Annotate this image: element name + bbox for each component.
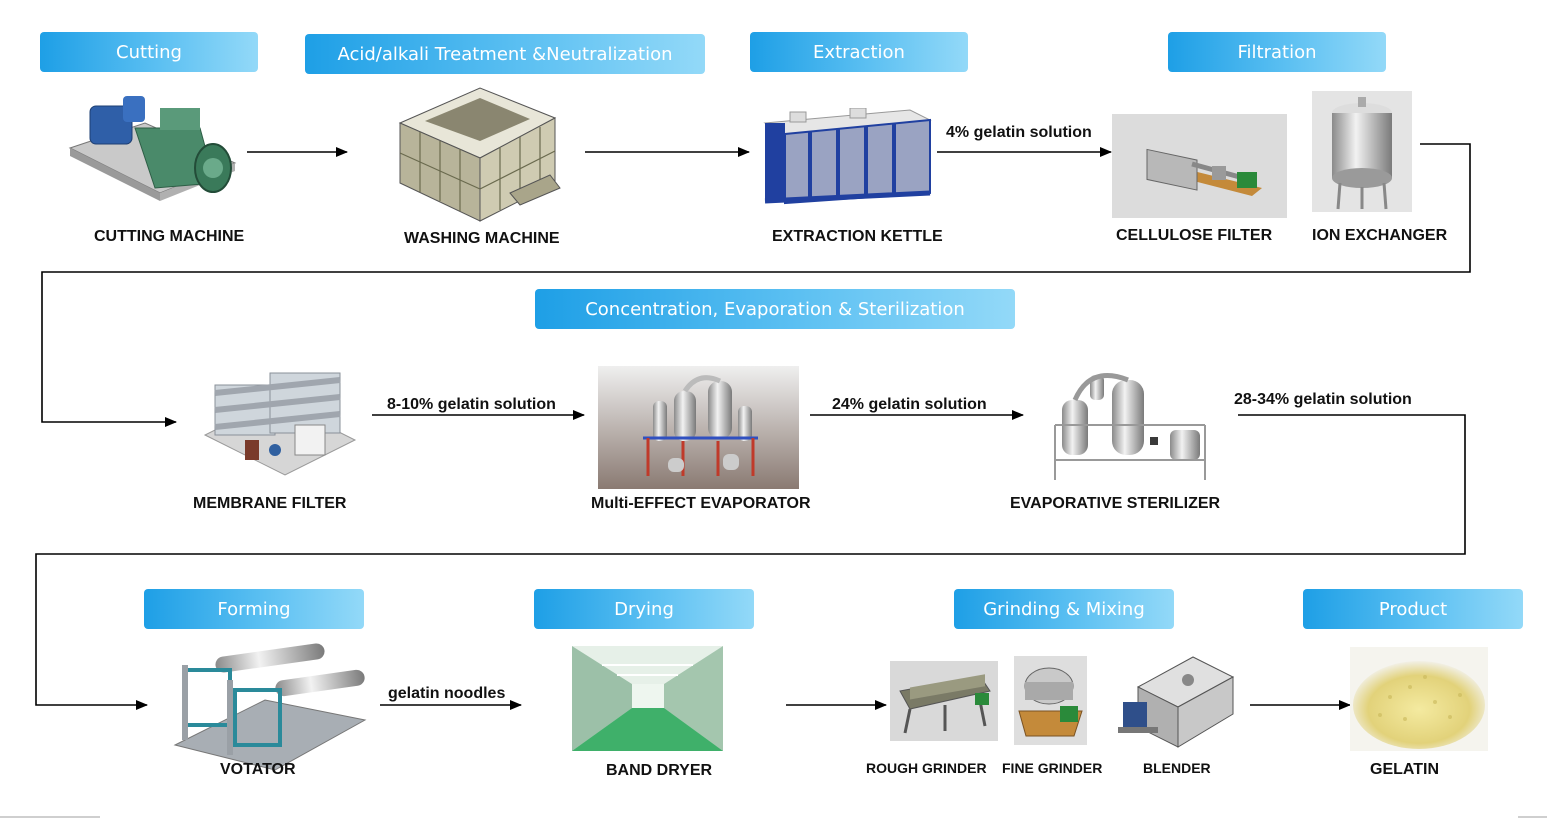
cellulose-filter-image	[1112, 114, 1287, 218]
label-blender: BLENDER	[1143, 760, 1211, 776]
label-cutting-machine: CUTTING MACHINE	[94, 228, 245, 245]
flow-label-28-34-percent: 28-34% gelatin solution	[1234, 391, 1412, 408]
flow-label-gelatin-noodles: gelatin noodles	[388, 685, 506, 702]
flow-label-24-percent: 24% gelatin solution	[832, 396, 987, 413]
label-band-dryer: BAND DRYER	[606, 762, 713, 779]
extraction-kettle-image	[763, 108, 932, 205]
label-multi-effect-evaporator: Multi-EFFECT EVAPORATOR	[591, 495, 811, 512]
stage-product: Product	[1303, 589, 1523, 629]
stage-forming: Forming	[144, 589, 364, 629]
label-cellulose-filter: CELLULOSE FILTER	[1116, 227, 1273, 244]
label-gelatin: GELATIN	[1370, 761, 1440, 778]
multi-effect-evaporator-image	[598, 366, 799, 489]
label-extraction-kettle: EXTRACTION KETTLE	[772, 228, 943, 245]
stage-acid-alkali-treatment: Acid/alkali Treatment &Neutralization	[305, 34, 705, 74]
band-dryer-image	[572, 646, 723, 751]
label-rough-grinder: ROUGH GRINDER	[866, 760, 987, 776]
evaporative-sterilizer-image	[1054, 373, 1206, 480]
cutting-machine-image	[68, 96, 237, 201]
stage-cutting: Cutting	[40, 32, 258, 72]
stage-filtration: Filtration	[1168, 32, 1386, 72]
gelatin-granules-image	[1350, 647, 1488, 751]
label-evaporative-sterilizer: EVAPORATIVE STERILIZER	[1010, 495, 1221, 512]
connector-row2-to-row3	[35, 414, 1466, 710]
membrane-filter-image	[203, 372, 357, 476]
flow-label-8-10-percent: 8-10% gelatin solution	[387, 396, 556, 413]
label-fine-grinder: FINE GRINDER	[1002, 760, 1103, 776]
label-ion-exchanger: ION EXCHANGER	[1312, 227, 1448, 244]
washing-machine-image	[398, 87, 561, 222]
blender-image	[1118, 656, 1235, 748]
flow-label-4-percent: 4% gelatin solution	[946, 124, 1092, 141]
connector-row1-to-row2	[41, 143, 1471, 427]
stage-drying: Drying	[534, 589, 754, 629]
stage-concentration: Concentration, Evaporation & Sterilizati…	[535, 289, 1015, 329]
label-votator: VOTATOR	[220, 761, 296, 778]
stage-extraction: Extraction	[750, 32, 968, 72]
stage-grinding-mixing: Grinding & Mixing	[954, 589, 1174, 629]
label-membrane-filter: MEMBRANE FILTER	[193, 495, 347, 512]
ion-exchanger-image	[1312, 91, 1412, 212]
fine-grinder-image	[1014, 656, 1087, 745]
rough-grinder-image	[890, 661, 998, 741]
votator-image	[173, 643, 367, 771]
label-washing-machine: WASHING MACHINE	[404, 230, 560, 247]
